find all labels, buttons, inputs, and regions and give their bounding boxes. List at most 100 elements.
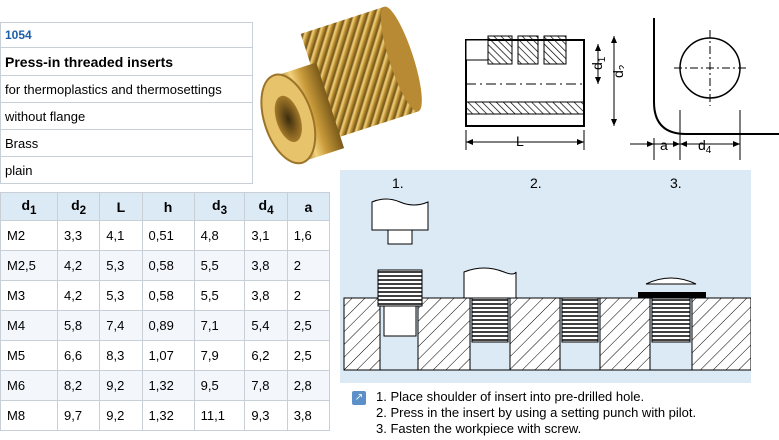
table-cell: 5,5 — [193, 250, 246, 281]
table-cell: 9,2 — [99, 370, 143, 401]
column-header-label: d — [21, 196, 31, 213]
dimension-L: L — [516, 133, 524, 149]
column-header-subscript: 4 — [267, 203, 274, 217]
column-header-subscript: 2 — [79, 203, 87, 217]
table-cell: 6,6 — [56, 340, 101, 371]
column-header-subscript: 3 — [220, 203, 228, 217]
table-cell: M8 — [0, 400, 58, 431]
svg-text:d4: d4 — [698, 137, 712, 156]
column-header: d4 — [244, 192, 288, 221]
table-cell: 5,3 — [99, 280, 143, 311]
column-header: d3 — [193, 192, 246, 221]
table-cell: M3 — [0, 280, 58, 311]
table-cell: 7,9 — [193, 340, 246, 371]
instruction-line: 3. Fasten the workpiece with screw. — [376, 421, 582, 436]
table-cell: 0,58 — [141, 250, 195, 281]
table-cell: 3,8 — [286, 400, 331, 431]
table-cell: 0,89 — [141, 310, 195, 341]
table-cell: 7,8 — [244, 370, 288, 401]
table-cell: 1,6 — [286, 220, 331, 251]
instruction-line: 1. Place shoulder of insert into pre-dri… — [376, 389, 645, 404]
column-header-label: a — [304, 198, 313, 215]
column-header: d1 — [0, 192, 58, 221]
dimension-d1-subscript: 1 — [597, 56, 608, 62]
product-code: 1054 — [0, 22, 253, 48]
table-cell: 5,5 — [193, 280, 246, 311]
table-cell: 3,8 — [244, 250, 288, 281]
installation-steps-panel: 1. 2. 3. — [340, 170, 751, 383]
table-cell: 5,3 — [99, 250, 143, 281]
table-cell: 9,7 — [56, 400, 101, 431]
table-cell: 5,8 — [56, 310, 101, 341]
column-header: h — [141, 192, 195, 221]
dimension-d4-subscript: 4 — [706, 145, 712, 156]
table-cell: 7,1 — [193, 310, 246, 341]
table-cell: 8,2 — [56, 370, 101, 401]
table-cell: 5,4 — [244, 310, 288, 341]
table-cell: 7,4 — [99, 310, 143, 341]
step-number: 1. — [392, 175, 404, 191]
table-cell: M5 — [0, 340, 58, 371]
dimension-a: a — [660, 137, 668, 153]
column-header-label: L — [116, 198, 126, 215]
table-cell: M2 — [0, 220, 58, 251]
column-header-label: h — [163, 198, 173, 215]
table-cell: 6,2 — [244, 340, 288, 371]
dimension-d4: d — [698, 137, 706, 153]
step-number: 2. — [530, 175, 542, 191]
table-cell: 8,3 — [99, 340, 143, 371]
table-cell: 9,3 — [244, 400, 288, 431]
table-cell: 4,1 — [99, 220, 143, 251]
product-title: Press-in threaded inserts — [0, 47, 253, 76]
table-cell: 2 — [286, 250, 331, 281]
info-icon: ↗ — [352, 391, 366, 405]
column-header-label: d — [258, 196, 268, 213]
table-cell: 1,32 — [141, 370, 195, 401]
table-cell: 0,51 — [141, 220, 195, 251]
table-cell: 4,8 — [193, 220, 246, 251]
column-header-label: d — [212, 196, 221, 213]
column-header: d2 — [56, 192, 101, 221]
table-cell: 3,1 — [244, 220, 288, 251]
svg-text:d2: d2 — [610, 64, 624, 78]
column-header-subscript: 1 — [30, 203, 37, 217]
table-cell: M4 — [0, 310, 58, 341]
table-cell: M2,5 — [0, 250, 58, 281]
insert-section-drawing: d1 d2 L — [465, 35, 624, 150]
instruction-line: 2. Press in the insert by using a settin… — [376, 405, 697, 420]
column-header: L — [99, 192, 143, 221]
dimension-d2: d — [610, 70, 624, 78]
table-cell: 4,2 — [56, 280, 101, 311]
table-cell: 3,8 — [244, 280, 288, 311]
table-cell: 1,07 — [141, 340, 195, 371]
table-cell: 9,2 — [99, 400, 143, 431]
step-number: 3. — [670, 175, 682, 191]
table-cell: 2 — [286, 280, 331, 311]
table-cell: 0,58 — [141, 280, 195, 311]
installation-notes: ↗ 1. Place shoulder of insert into pre-d… — [352, 389, 772, 437]
table-cell: 1,32 — [141, 400, 195, 431]
table-cell: 4,2 — [56, 250, 101, 281]
table-cell: 2,8 — [286, 370, 331, 401]
svg-text:d1: d1 — [589, 56, 608, 70]
column-header-label: d — [71, 196, 80, 213]
table-cell: 11,1 — [193, 400, 246, 431]
product-info-table: 1054 Press-in threaded inserts for therm… — [0, 22, 253, 184]
table-cell: 9,5 — [193, 370, 246, 401]
insert-photo — [260, 6, 422, 165]
table-cell: 3,3 — [56, 220, 101, 251]
dimension-d2-subscript: 2 — [618, 64, 624, 70]
product-property: without flange — [0, 102, 253, 130]
table-cell: 2,5 — [286, 340, 331, 371]
product-property: plain — [0, 156, 253, 184]
product-property: for thermoplastics and thermosettings — [0, 75, 253, 103]
